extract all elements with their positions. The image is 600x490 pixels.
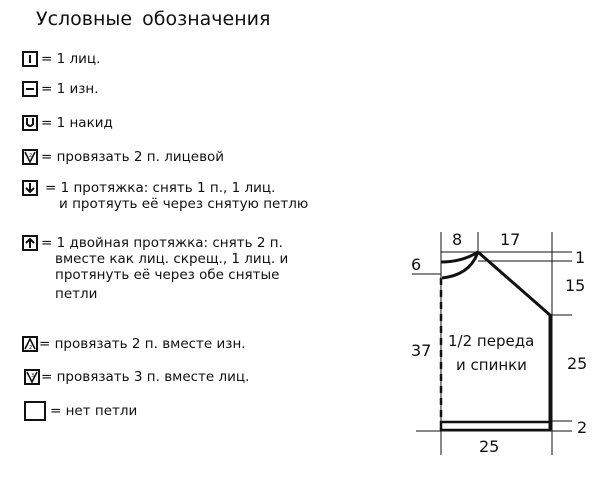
garment-outline [439, 250, 552, 432]
dim-armhole: 15 [565, 276, 585, 295]
legend-text: = провязать 2 п. лицевой [41, 149, 225, 165]
dim-neck-width: 8 [452, 230, 462, 249]
knit-2-together-icon: 2 [22, 149, 38, 165]
legend-text: = 1 лиц. [41, 51, 101, 67]
legend-text: вместе как лиц. скрещ., 1 лиц. и [55, 251, 289, 267]
schematic-label: и спинки [456, 356, 527, 374]
svg-text:2: 2 [29, 345, 32, 350]
dim-rib-height: 2 [577, 418, 587, 437]
purl-stitch-icon [22, 81, 38, 97]
legend-item-k2tog: 2 = провязать 2 п. лицевой [22, 149, 224, 165]
knit-3-together-icon: 3 [24, 369, 40, 385]
legend-title: Условные обозначения [36, 8, 271, 30]
dim-side-length: 25 [567, 354, 587, 373]
dim-total-length: 37 [411, 341, 431, 360]
legend-text: и протяуть её через снятую петлю [59, 196, 309, 212]
legend-item-slip-knit-pass: = 1 протяжка: снять 1 п., 1 лиц.и протяу… [22, 180, 308, 212]
legend-item-k3tog: 3 = провязать 3 п. вместе лиц. [24, 369, 249, 385]
dim-bottom-width: 25 [479, 437, 499, 456]
dim-shoulder-drop: 1 [575, 248, 585, 267]
dim-neck-depth: 6 [411, 255, 421, 274]
legend-text: = провязать 2 п. вместе изн. [39, 336, 246, 352]
knit-stitch-icon [22, 51, 38, 67]
no-stitch-icon [24, 401, 46, 421]
slip-knit-pass-icon [22, 180, 38, 196]
legend-text: = провязать 3 п. вместе лиц. [41, 369, 250, 385]
legend-item-p2tog: 2 = провязать 2 п. вместе изн. [22, 336, 246, 352]
legend-item-no-stitch: = нет петли [24, 401, 137, 421]
legend-item-purl: = 1 изн. [22, 81, 99, 97]
legend-item-knit: = 1 лиц. [22, 51, 100, 67]
legend-text: протянуть её через обе снятые [55, 267, 280, 283]
yarn-over-icon [22, 115, 38, 131]
svg-text:2: 2 [29, 153, 32, 159]
legend-item-yarn-over: = 1 накид [22, 115, 113, 131]
purl-2-together-icon: 2 [22, 336, 38, 352]
double-decrease-icon [22, 235, 38, 251]
legend-text: = 1 накид [41, 115, 113, 131]
legend-text: = нет петли [50, 403, 138, 419]
legend-text: = 1 протяжка: снять 1 п., 1 лиц. [45, 180, 276, 196]
legend-item-double-decrease: = 1 двойная протяжка: снять 2 п. вместе … [22, 235, 288, 302]
legend-text: = 1 двойная протяжка: снять 2 п. [41, 235, 283, 251]
legend-text: петли [55, 286, 98, 302]
legend-text: = 1 изн. [41, 81, 99, 97]
dim-shoulder-width: 17 [500, 230, 520, 249]
svg-text:3: 3 [31, 373, 34, 379]
schematic-label: 1/2 переда [448, 332, 534, 350]
